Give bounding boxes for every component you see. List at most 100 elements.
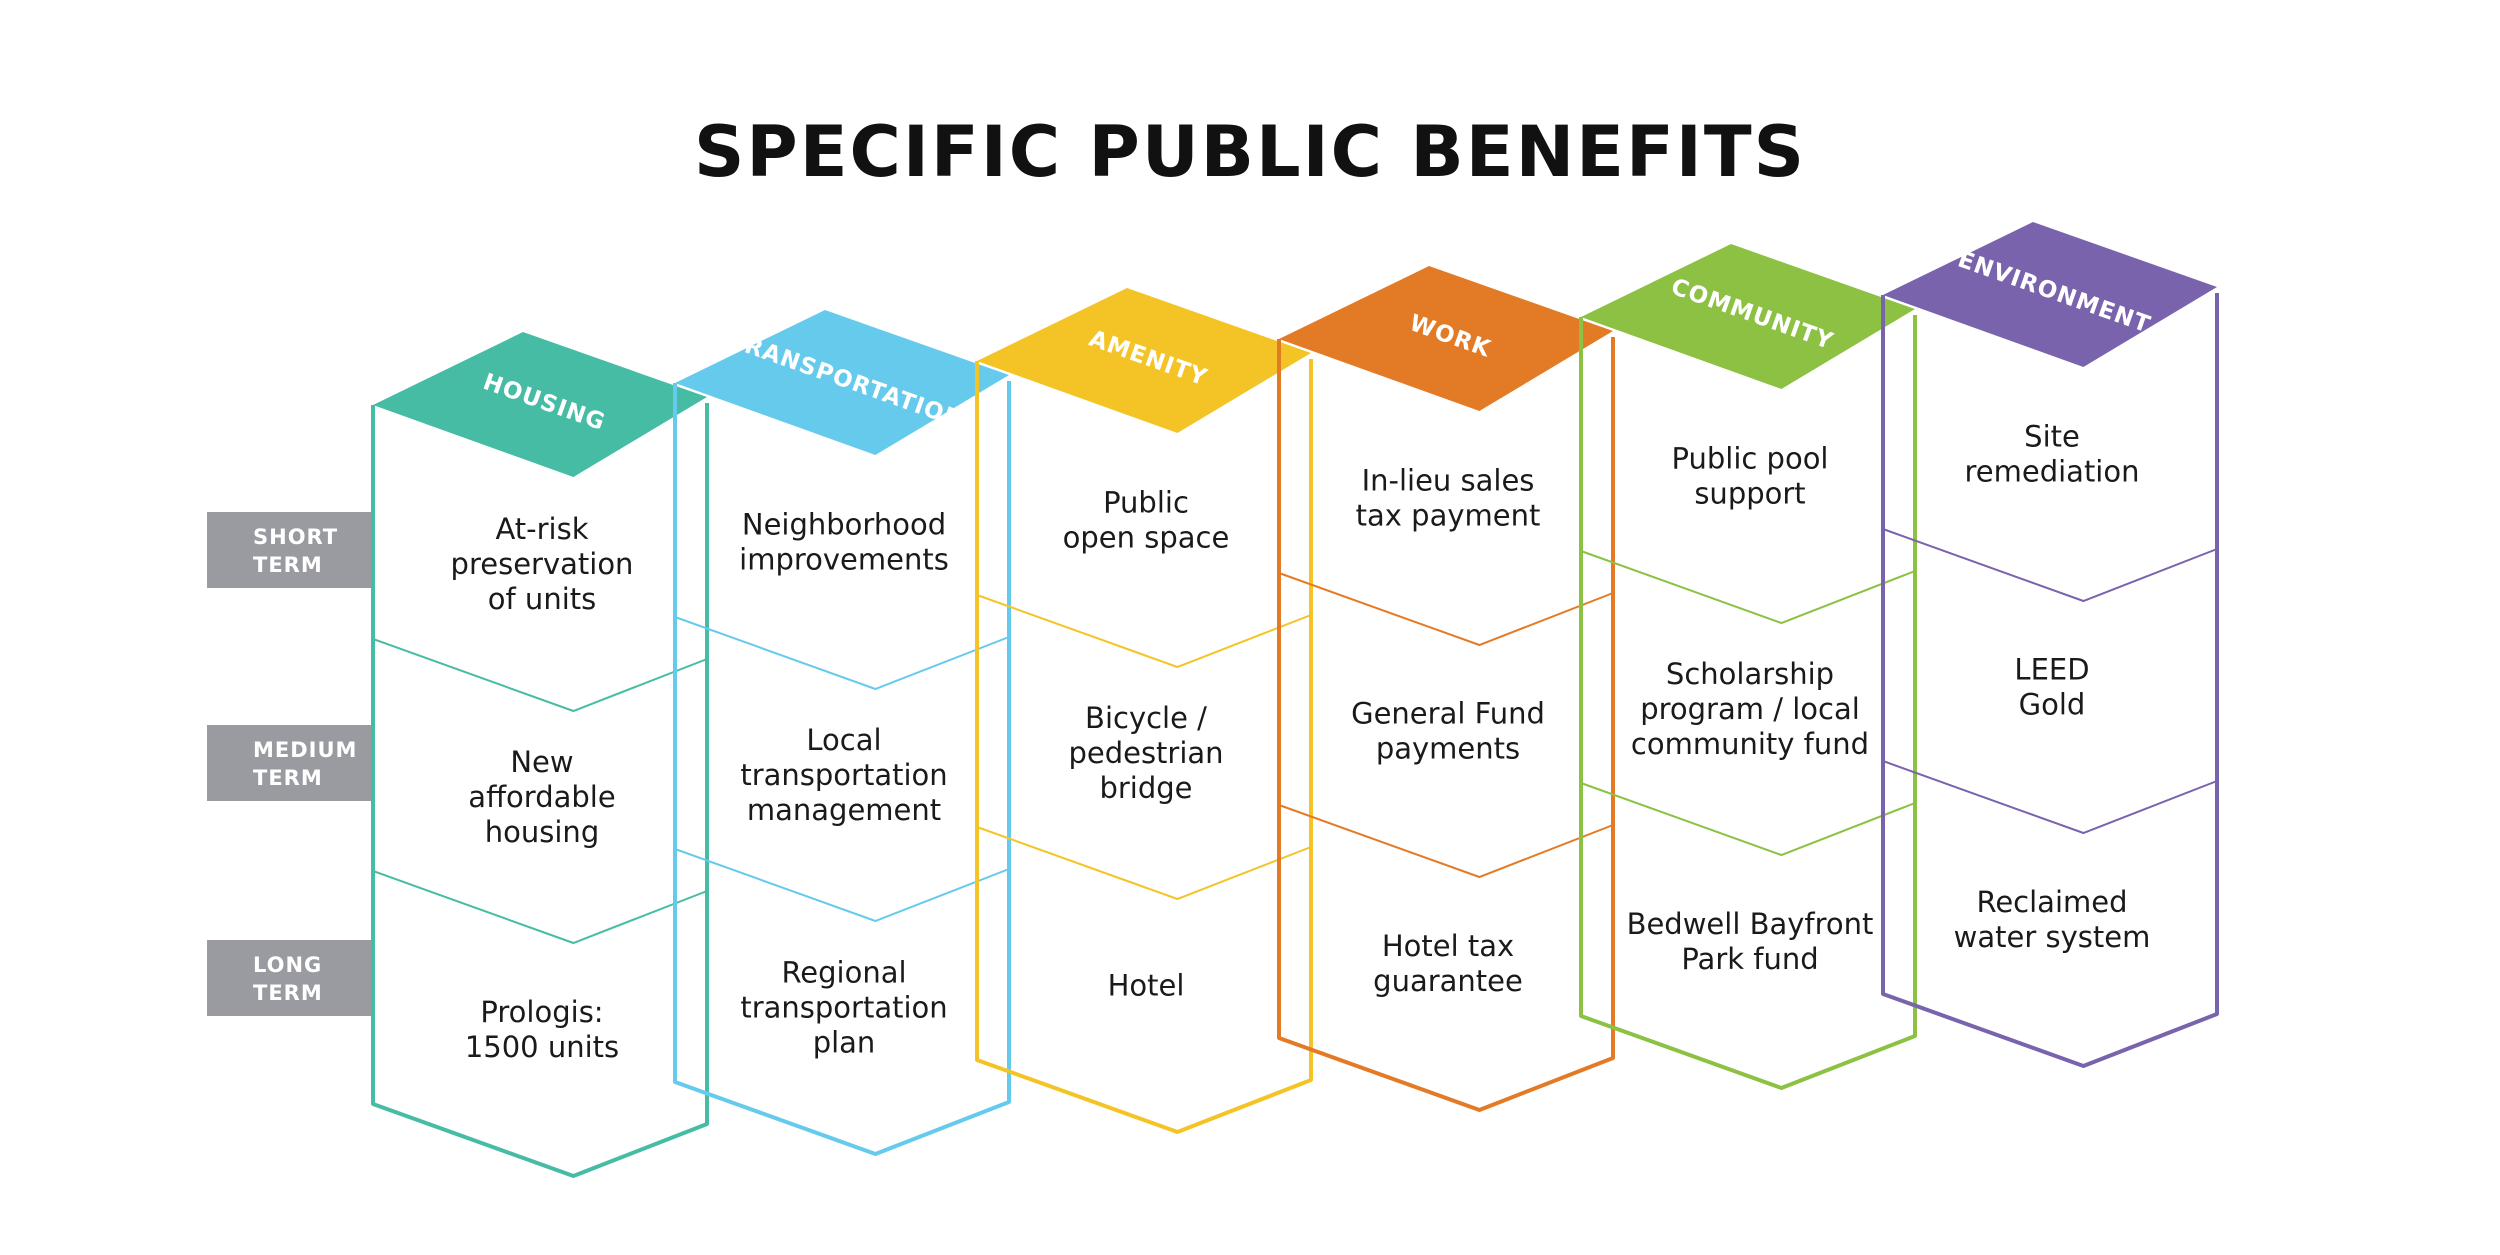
benefit-cell-text: Bicycle / (1085, 701, 1207, 735)
benefit-cell-text: Bedwell Bayfront (1627, 907, 1874, 941)
benefit-cell-text: General Fund (1351, 697, 1545, 731)
benefit-cell-text: pedestrian (1068, 736, 1223, 770)
benefit-cell-text: 1500 units (465, 1030, 619, 1064)
benefit-cell-text: open space (1063, 521, 1230, 555)
column-header-housing (373, 332, 707, 477)
term-label-text: TERM (253, 766, 323, 790)
benefit-cell-text: Hotel (1108, 969, 1185, 1003)
benefit-cell-text: support (1694, 477, 1805, 511)
cell-divider (372, 638, 708, 713)
benefit-cell-text: LEED (2014, 653, 2089, 687)
column-header-environment (1883, 222, 2217, 367)
benefit-cell-text: payments (1376, 732, 1520, 766)
benefit-cell-text: Public (1103, 486, 1189, 520)
cell-divider (372, 870, 708, 945)
benefit-cell-text: tax payment (1356, 499, 1541, 533)
cell-divider (674, 848, 1010, 923)
benefit-cell-text: Neighborhood (742, 508, 946, 542)
benefit-cell-text: Park fund (1681, 942, 1818, 976)
column-transportation: TRANSPORTATIONNeighborhoodimprovementsLo… (673, 310, 1011, 1156)
benefit-cell-text: Prologis: (480, 995, 603, 1029)
benefit-cell-text: management (747, 793, 941, 827)
benefit-cell-text: At-risk (495, 512, 588, 546)
column-header-community (1581, 244, 1915, 389)
term-badge (207, 512, 372, 588)
benefit-cell-text: community fund (1631, 727, 1869, 761)
term-badge (207, 940, 372, 1016)
benefit-cell-amenity-3: Hotel (1108, 969, 1185, 1003)
benefit-cell-housing-3: Prologis:1500 units (465, 995, 619, 1064)
benefit-cell-text: Regional (781, 956, 906, 990)
benefit-cell-text: remediation (1964, 455, 2139, 489)
benefit-cell-text: Gold (2019, 688, 2086, 722)
benefit-cell-text: Local (806, 723, 881, 757)
benefit-cell-text: In-lieu sales (1362, 464, 1535, 498)
cell-divider (1882, 760, 2218, 835)
cell-divider (976, 594, 1312, 669)
column-header-amenity (977, 288, 1311, 433)
benefit-cell-text: transportation (740, 758, 947, 792)
benefit-cell-text: water system (1954, 920, 2151, 954)
benefit-cell-text: Reclaimed (1976, 885, 2127, 919)
column-header-work (1279, 266, 1613, 411)
benefit-cell-text: Hotel tax (1382, 929, 1514, 963)
cell-divider (1278, 804, 1614, 879)
column-header-transportation (675, 310, 1009, 455)
benefit-cell-text: transportation (740, 991, 947, 1025)
cell-divider (976, 826, 1312, 901)
benefit-cell-text: housing (485, 815, 599, 849)
benefit-cell-text: program / local (1640, 692, 1860, 726)
cell-divider (674, 616, 1010, 691)
term-badge (207, 725, 372, 801)
benefit-cell-text: Site (2024, 420, 2080, 454)
diagram-title: SPECIFIC PUBLIC BENEFITS (694, 111, 1806, 193)
benefit-cell-text: Public pool (1672, 442, 1829, 476)
benefit-cell-text: Scholarship (1666, 657, 1834, 691)
benefit-cell-text: plan (813, 1026, 876, 1060)
benefit-cell-text: affordable (468, 780, 615, 814)
term-label-long: LONG TERM (207, 940, 372, 1016)
cell-divider (1882, 528, 2218, 603)
term-label-text: MEDIUM (253, 738, 357, 762)
benefit-cell-text: of units (488, 582, 596, 616)
cell-divider (1278, 572, 1614, 647)
benefit-cell-text: guarantee (1373, 964, 1523, 998)
term-label-medium: MEDIUM TERM (207, 725, 372, 801)
benefit-cell-text: New (510, 745, 573, 779)
term-label-short: SHORT TERM (207, 512, 372, 588)
benefit-cell-text: preservation (451, 547, 634, 581)
term-label-text: SHORT (253, 525, 338, 549)
benefit-cell-text: improvements (739, 543, 949, 577)
term-labels: SHORT TERM MEDIUM TERM LONG TERM (207, 512, 372, 1016)
column-environment: ENVIRONMENTSiteremediationLEEDGoldReclai… (1881, 222, 2219, 1068)
term-label-text: TERM (253, 553, 323, 577)
cell-divider (1580, 782, 1916, 857)
term-label-text: LONG (253, 953, 322, 977)
cell-divider (1580, 550, 1916, 625)
term-label-text: TERM (253, 981, 323, 1005)
benefit-cell-text: bridge (1099, 771, 1192, 805)
